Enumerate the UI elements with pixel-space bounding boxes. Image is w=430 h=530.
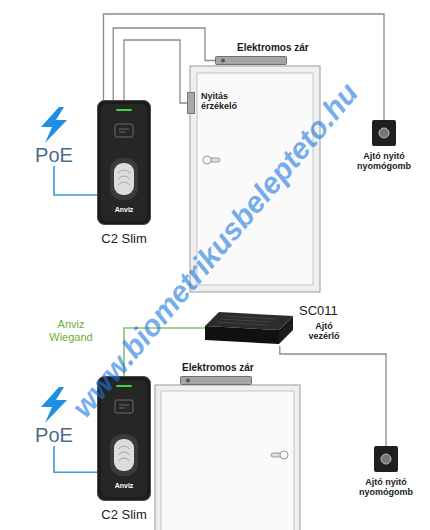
shape-polygon	[41, 107, 67, 143]
node-caption: Ajtó nyitó nyomógomb	[351, 151, 417, 172]
shape-polygon	[205, 326, 279, 344]
wire-connector	[280, 346, 386, 446]
shape-circle	[379, 128, 389, 138]
poe-icon: PoE	[34, 106, 74, 166]
node-caption: PoE	[35, 424, 73, 446]
shape-svg	[372, 120, 396, 146]
shape-rect	[116, 109, 132, 111]
shape-rect	[216, 57, 287, 65]
shape-rect	[372, 120, 396, 146]
shape-rect	[101, 380, 147, 497]
shape-rect	[181, 377, 252, 385]
shape-rect	[116, 385, 132, 387]
shape-circle	[280, 451, 288, 459]
door-controller: SC011Ajtó vezérlő	[205, 310, 293, 346]
logo-text: Anviz	[115, 482, 134, 489]
shape-polygon	[279, 316, 293, 344]
shape-path	[119, 129, 129, 132]
node-caption: Ajtó nyitó nyomógomb	[353, 477, 419, 498]
shape-rect	[161, 391, 294, 530]
node-caption: Ajtó vezérlő	[301, 321, 347, 342]
wire-connector	[113, 28, 215, 100]
device-model: SC011	[299, 304, 338, 319]
shape-rect	[115, 124, 133, 137]
shape-rect	[110, 434, 138, 476]
electric-lock: Elektromos zár	[215, 56, 287, 65]
exit-button: Ajtó nyitó nyomógomb	[374, 446, 398, 472]
shape-rect	[188, 93, 195, 114]
shape-rect	[374, 446, 398, 472]
shape-polygon	[41, 387, 67, 423]
shape-svg	[34, 106, 74, 144]
shape-rect	[115, 400, 133, 413]
shape-rect	[110, 158, 138, 200]
shape-svg	[205, 310, 293, 346]
door-sensor: Nyitás érzékelő	[187, 92, 195, 114]
shape-circle	[221, 59, 225, 63]
shape-circle	[203, 156, 211, 164]
node-caption: C2 Slim	[101, 232, 147, 247]
shape-svg	[187, 92, 195, 114]
shape-path	[118, 170, 130, 185]
shape-path	[118, 446, 130, 461]
shape-circle	[381, 454, 391, 464]
shape-path	[217, 316, 275, 325]
shape-svg	[180, 376, 252, 385]
shape-path	[119, 405, 129, 408]
poe-icon: PoE	[34, 386, 74, 446]
exit-button: Ajtó nyitó nyomógomb	[372, 120, 396, 146]
signal-label: Anviz Wiegand	[40, 318, 102, 343]
shape-svg	[215, 56, 287, 65]
node-caption: Nyitás érzékelő	[201, 91, 253, 112]
node-caption: Elektromos zár	[237, 42, 309, 54]
shape-rect	[101, 104, 147, 221]
wire-connector	[54, 446, 97, 472]
shape-rect	[114, 163, 134, 195]
node-caption: C2 Slim	[101, 508, 147, 523]
wire-connector	[54, 166, 97, 195]
door-bottom	[155, 385, 300, 530]
shape-circle	[186, 379, 190, 383]
shape-rect	[155, 385, 300, 530]
wire-connector	[124, 40, 187, 103]
node-caption: Elektromos zár	[182, 362, 254, 374]
node-caption: PoE	[35, 144, 73, 166]
logo-text: Anviz	[115, 206, 134, 213]
shape-rect	[98, 101, 151, 225]
shape-svg	[374, 446, 398, 472]
shape-rect	[98, 377, 151, 501]
electric-lock: Elektromos zár	[180, 376, 252, 385]
shape-rect	[114, 439, 134, 471]
